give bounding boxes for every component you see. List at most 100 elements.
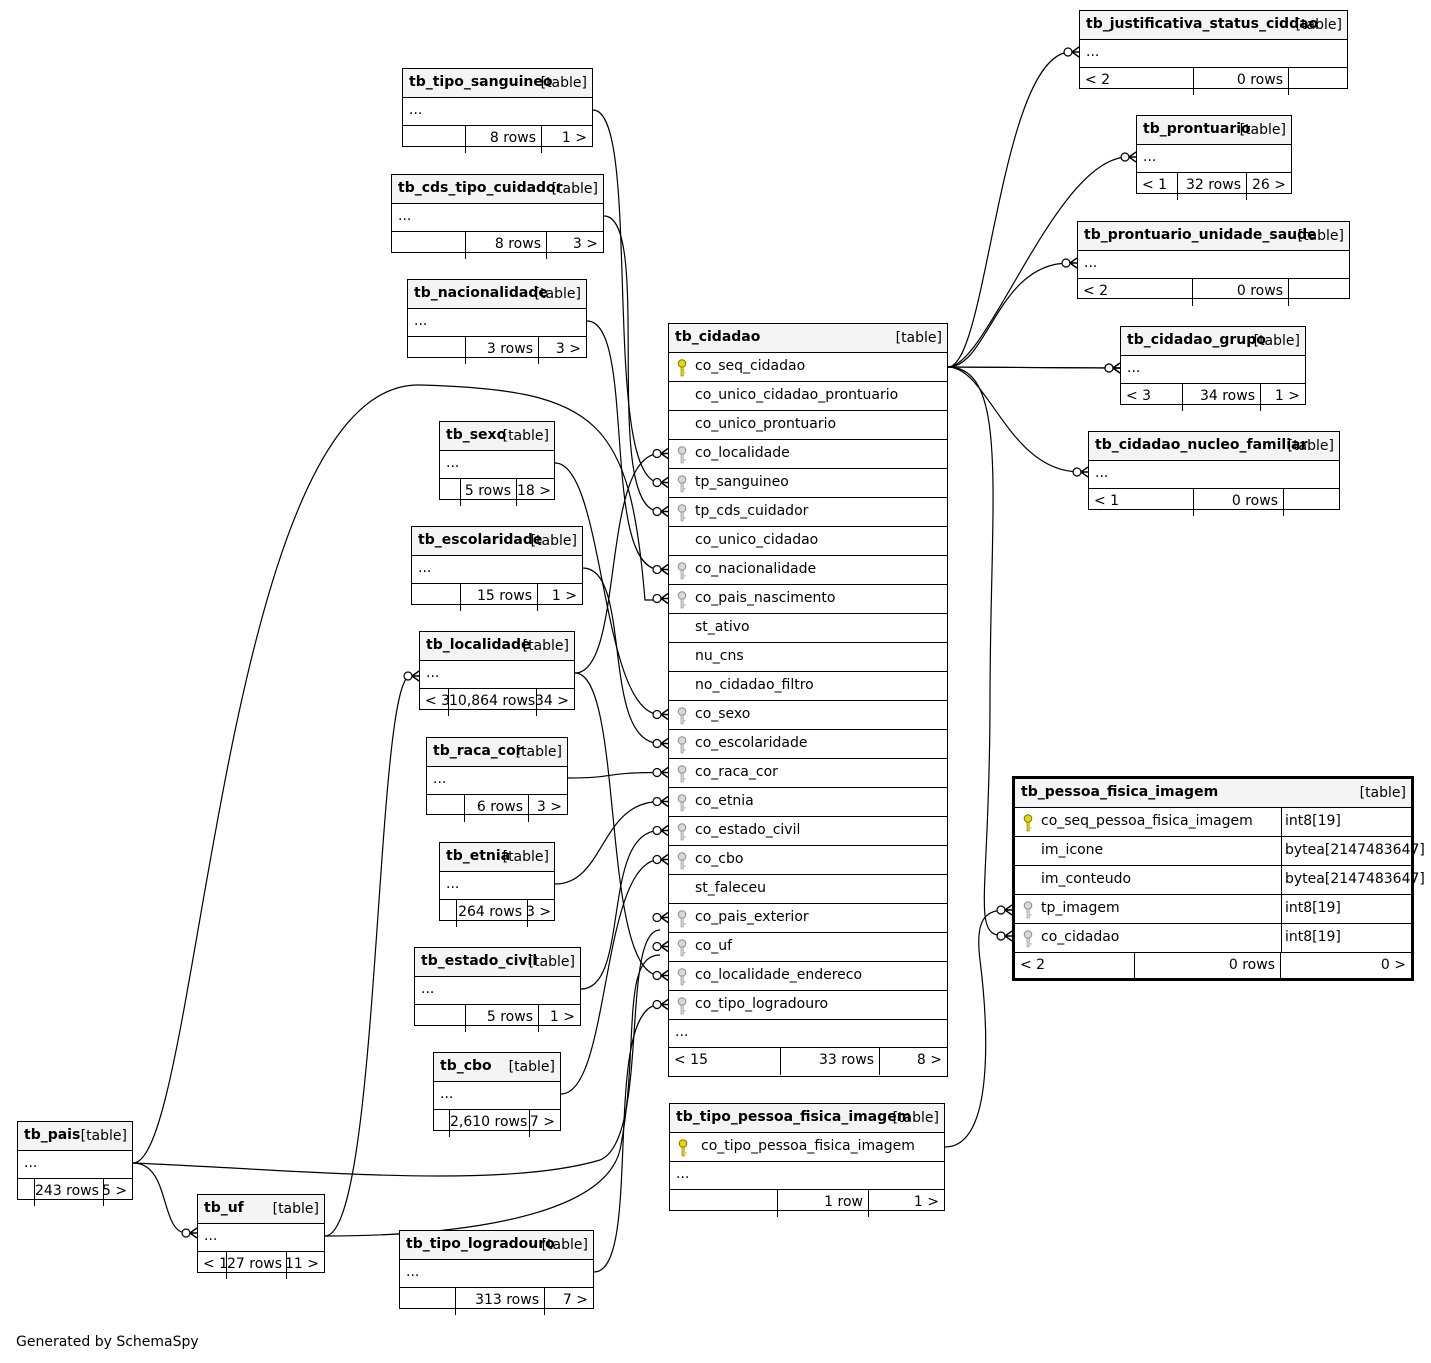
relationship-line (603, 215, 661, 513)
column-type: int8[19] (1285, 929, 1341, 945)
column-name: co_tipo_pessoa_fisica_imagem (701, 1138, 915, 1154)
table-type: [table] (1359, 785, 1406, 801)
row-count: 27 rows (227, 1252, 287, 1279)
more-columns: ... (1080, 40, 1347, 68)
table-name: tb_justificativa_status_ciddao (1086, 16, 1319, 32)
row-count: 1 row (778, 1190, 869, 1217)
table-name: tb_pessoa_fisica_imagem (1021, 784, 1219, 800)
table-tb-prontuario-unidade-saude[interactable]: tb_prontuario_unidade_saude[table] ... <… (1077, 221, 1350, 306)
foreign-key-icon (677, 475, 687, 493)
crows-foot-marker (652, 911, 669, 924)
parents-count: < 2 (1078, 279, 1193, 306)
relationship-line (574, 672, 661, 977)
row-count: 33 rows (781, 1048, 880, 1075)
column-row: co_tipo_pessoa_fisica_imagem (670, 1133, 944, 1162)
children-count: 5 > (102, 1183, 128, 1199)
table-name: tb_prontuario_unidade_saude (1084, 227, 1317, 243)
column-name: co_unico_cidadao_prontuario (695, 387, 899, 403)
parents-count (412, 584, 461, 611)
children-count: 3 > (526, 904, 552, 920)
parents-count (392, 232, 466, 259)
column-name: co_sexo (695, 706, 751, 722)
relationship-line (324, 675, 411, 1237)
column-name: no_cidadao_filtro (695, 677, 814, 693)
row-count: 313 rows (456, 1288, 545, 1315)
column-row: co_unico_cidadao (669, 527, 947, 556)
crows-foot-marker (1072, 466, 1089, 478)
parents-count (440, 900, 457, 927)
column-name: tp_imagem (1041, 900, 1120, 916)
column-row: co_nacionalidade (669, 556, 947, 585)
relationship-line (554, 800, 661, 885)
table-type: [table] (528, 954, 575, 970)
more-columns: ... (403, 98, 592, 126)
table-name: tb_etnia (446, 848, 511, 864)
crows-foot-marker (652, 853, 669, 866)
crows-foot-marker (652, 592, 669, 605)
crows-foot-marker (652, 505, 669, 518)
crows-foot-marker (403, 670, 420, 682)
table-type: [table] (515, 744, 562, 760)
parents-count (18, 1179, 35, 1206)
column-name: co_etnia (695, 793, 754, 809)
column-name: st_faleceu (695, 880, 766, 896)
children-count: 1 > (913, 1194, 939, 1210)
crows-foot-marker (1061, 257, 1078, 269)
children-count: 26 > (1252, 177, 1286, 193)
column-row: co_seq_cidadao (669, 353, 947, 382)
column-name: co_escolaridade (695, 735, 808, 751)
table-tb-pessoa-fisica-imagem[interactable]: tb_pessoa_fisica_imagem [table] co_seq_pe… (1012, 776, 1425, 981)
column-name: co_localidade (695, 445, 790, 461)
table-tb-cidadao-nucleo-familiar[interactable]: tb_cidadao_nucleo_familiar[table] ... < … (1088, 431, 1340, 516)
foreign-key-icon (677, 591, 687, 609)
more-columns: ... (198, 1224, 324, 1252)
row-count: 6 rows (465, 795, 529, 822)
more-columns: ... (18, 1151, 132, 1179)
more-columns: ... (408, 309, 586, 337)
table-tb-tipo-pessoa-fisica-imagem[interactable]: tb_tipo_pessoa_fisica_imagem[table] co_t… (669, 1103, 945, 1217)
relationship-line (580, 829, 661, 990)
foreign-key-icon (677, 504, 687, 522)
more-columns: ... (1137, 145, 1291, 173)
relationship-line (947, 262, 1070, 368)
table-tb-justificativa-status-ciddao[interactable]: tb_justificativa_status_ciddao[table] ..… (1079, 10, 1348, 95)
row-count: 2,610 rows (450, 1110, 530, 1137)
row-count: 10,864 rows (449, 689, 537, 716)
table-type: [table] (272, 1201, 319, 1217)
parents-count: < 1 (1089, 489, 1194, 516)
table-type: [table] (1287, 438, 1334, 454)
children-count: 18 > (517, 483, 551, 499)
more-columns: ... (670, 1162, 944, 1190)
more-columns: ... (400, 1260, 593, 1288)
foreign-key-icon (677, 910, 687, 928)
children-count: 3 > (572, 236, 598, 252)
children-count: 8 > (916, 1052, 942, 1068)
column-name: co_tipo_logradouro (695, 996, 829, 1012)
more-columns: ... (440, 451, 554, 479)
table-name: tb_pais (24, 1127, 81, 1143)
table-type: [table] (508, 1059, 555, 1075)
foreign-key-icon (677, 707, 687, 725)
foreign-key-icon (677, 562, 687, 580)
table-name: tb_escolaridade (418, 532, 543, 548)
column-name: im_conteudo (1041, 871, 1132, 887)
